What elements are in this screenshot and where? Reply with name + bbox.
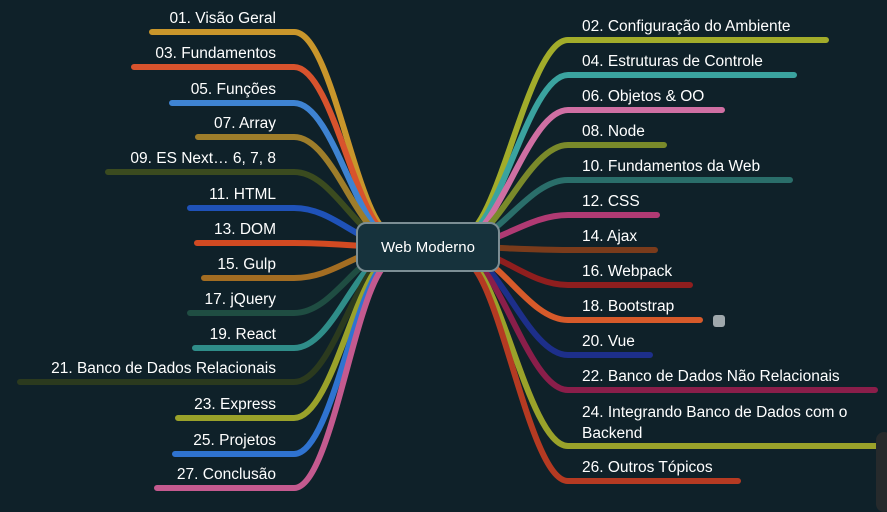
topic-label[interactable]: 15. Gulp <box>217 256 276 273</box>
topic-label[interactable]: 10. Fundamentos da Web <box>582 158 761 175</box>
topic-label[interactable]: 02. Configuração do Ambiente <box>582 18 791 35</box>
central-node[interactable]: Web Moderno <box>356 222 500 272</box>
topic-label[interactable]: 08. Node <box>582 123 645 140</box>
topic-label[interactable]: 03. Fundamentos <box>155 45 276 62</box>
topic-label[interactable]: 21. Banco de Dados Relacionais <box>51 360 276 377</box>
topic-label[interactable]: 23. Express <box>194 396 276 413</box>
branch-right-13 <box>460 258 741 484</box>
topic-label[interactable]: 13. DOM <box>213 221 276 238</box>
topic-label[interactable]: 27. Conclusão <box>176 466 276 483</box>
topic-label[interactable]: 22. Banco de Dados Não Relacionais <box>582 368 840 385</box>
topic-label[interactable]: 26. Outros Tópicos <box>582 459 713 476</box>
topic-label[interactable]: 09. ES Next… 6, 7, 8 <box>130 150 276 167</box>
drag-handle[interactable] <box>713 315 725 327</box>
topic-label[interactable]: 20. Vue <box>582 333 635 350</box>
topic-label[interactable]: 11. HTML <box>209 186 276 203</box>
topic-label[interactable]: 06. Objetos & OO <box>582 88 705 105</box>
topic-label[interactable]: 14. Ajax <box>582 228 638 245</box>
topic-label[interactable]: 01. Visão Geral <box>169 10 276 27</box>
topic-label[interactable]: 07. Array <box>213 115 276 132</box>
topic-label[interactable]: 18. Bootstrap <box>582 298 675 315</box>
topic-label[interactable]: 24. Integrando Banco de Dados com o Backe… <box>582 404 847 443</box>
topic-label[interactable]: 12. CSS <box>582 193 640 210</box>
topic-label[interactable]: 16. Webpack <box>582 263 673 280</box>
topic-label[interactable]: 04. Estruturas de Controle <box>582 53 763 70</box>
topic-label[interactable]: 05. Funções <box>190 81 276 98</box>
topic-label[interactable]: 19. React <box>209 326 276 343</box>
topic-label-line1: 24. Integrando Banco de Dados com o <box>582 404 848 421</box>
topic-label[interactable]: 25. Projetos <box>193 432 276 449</box>
topic-label-line2: Backend <box>582 425 643 442</box>
topic-label[interactable]: 17. jQuery <box>204 291 276 308</box>
window-corner <box>876 432 887 512</box>
branch-left-14 <box>154 258 396 491</box>
